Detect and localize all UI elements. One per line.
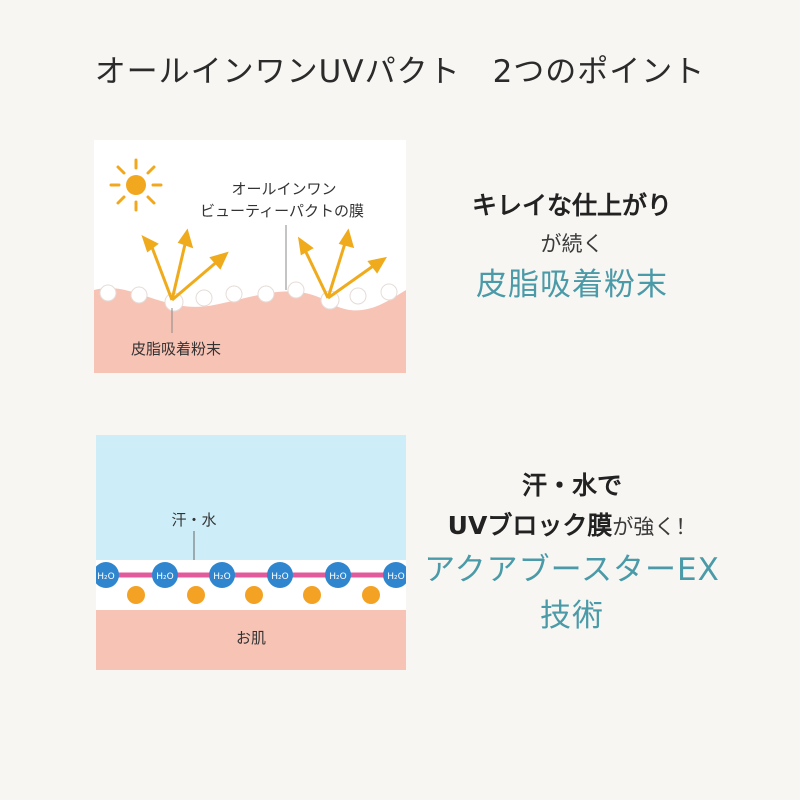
- aqua-booster-diagram: 汗・水 H₂O H₂O H₂O H₂O H₂O H₂O お肌: [96, 435, 406, 670]
- svg-text:H₂O: H₂O: [387, 572, 404, 582]
- powder-label: 皮脂吸着粉末: [131, 340, 221, 358]
- water-molecule: H₂O: [325, 562, 351, 588]
- water-molecule: H₂O: [152, 562, 178, 588]
- point-1-caption: キレイな仕上がり が続く 皮脂吸着粉末: [422, 186, 722, 308]
- svg-text:H₂O: H₂O: [271, 572, 288, 582]
- powder-dots: [127, 586, 380, 604]
- svg-text:H₂O: H₂O: [97, 572, 114, 582]
- point-2-line-2: UVブロック膜が強く！: [422, 506, 722, 547]
- point-2-highlight-1: アクアブースターEX: [424, 552, 720, 588]
- point-1-highlight: 皮脂吸着粉末: [476, 267, 668, 303]
- film-label-1: オールインワン: [231, 180, 336, 198]
- water-molecule: H₂O: [383, 562, 406, 588]
- point-2-line-2-bold: UVブロック膜: [447, 511, 613, 540]
- powder-diagram: オールインワン ビューティーパクトの膜 皮脂吸着粉末: [94, 140, 406, 373]
- skin-band: [96, 610, 406, 670]
- water-molecule: H₂O: [209, 562, 235, 588]
- sun-icon: [109, 158, 163, 212]
- film-label-2: ビューティーパクトの膜: [200, 202, 364, 220]
- reflect-arrows-left: [141, 228, 229, 302]
- point-1-line-1: キレイな仕上がり: [471, 191, 672, 220]
- water-molecules: H₂O H₂O H₂O H₂O H₂O H₂O: [96, 562, 406, 588]
- point-1-line-2: が続く: [540, 232, 604, 256]
- water-molecule: H₂O: [267, 562, 293, 588]
- skin-label: お肌: [236, 629, 266, 647]
- reflect-arrows-right: [297, 228, 388, 300]
- page-title: オールインワンUVパクト 2つのポイント: [94, 54, 706, 90]
- point-2-highlight-2: 技術: [540, 598, 604, 634]
- point-2-caption: 汗・水で UVブロック膜が強く！ アクアブースターEX 技術: [422, 466, 722, 639]
- point-2-line-1: 汗・水で: [521, 471, 622, 500]
- svg-text:H₂O: H₂O: [213, 572, 230, 582]
- water-molecule: H₂O: [96, 562, 119, 588]
- svg-text:H₂O: H₂O: [329, 572, 346, 582]
- point-2-line-2-normal: が強く！: [612, 515, 697, 539]
- powder-diagram-svg: オールインワン ビューティーパクトの膜 皮脂吸着粉末: [94, 140, 406, 373]
- aqua-booster-svg: 汗・水 H₂O H₂O H₂O H₂O H₂O H₂O お肌: [96, 435, 406, 670]
- sweat-label: 汗・水: [171, 511, 216, 529]
- svg-text:H₂O: H₂O: [156, 572, 173, 582]
